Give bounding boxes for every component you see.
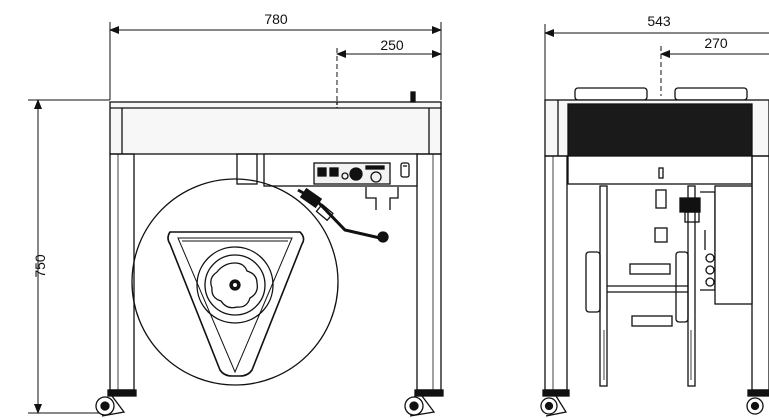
offset-dimension-label: 250	[380, 37, 404, 53]
side-caster-right	[746, 389, 769, 415]
side-offset-dimension-label: 270	[704, 35, 728, 51]
front-view: 780 250 750	[28, 11, 444, 417]
reel-hub-knob	[210, 262, 258, 309]
height-dimension-label: 750	[32, 254, 48, 278]
width-dimension-label: 780	[264, 11, 288, 27]
support-column	[236, 153, 258, 185]
strap-reel	[131, 178, 339, 386]
side-offset-dimension: 270	[660, 35, 769, 96]
width-dimension: 780	[109, 11, 442, 100]
height-dimension: 750	[28, 99, 110, 414]
caster-right	[404, 389, 444, 417]
side-width-dimension: 543	[544, 13, 769, 100]
side-view: 543 270	[540, 13, 769, 417]
side-caster-left	[540, 389, 570, 417]
top-rollers	[574, 87, 748, 101]
legs	[109, 153, 442, 391]
reel-triangle-frame	[167, 231, 305, 377]
strap-guide-arm	[297, 187, 389, 243]
side-housing	[567, 155, 753, 185]
side-reel	[585, 185, 696, 387]
offset-dimension: 250	[336, 37, 442, 102]
caster-left	[95, 389, 137, 417]
side-width-dimension-label: 543	[647, 13, 671, 29]
side-mechanism	[654, 185, 753, 305]
side-table	[544, 99, 769, 157]
table-top	[109, 91, 442, 155]
control-housing	[263, 153, 418, 210]
